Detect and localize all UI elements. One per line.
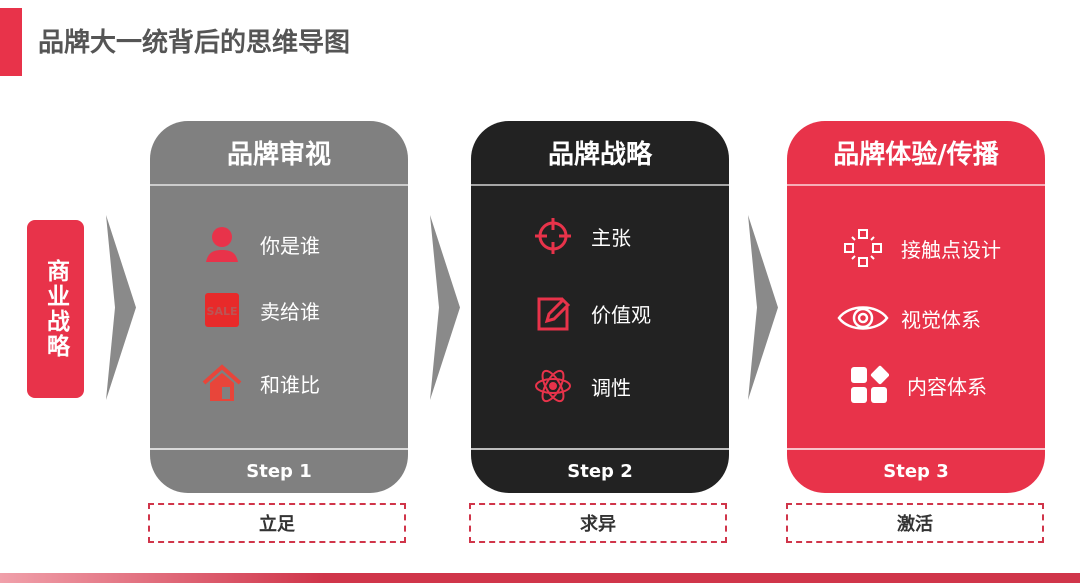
house-icon — [202, 364, 242, 401]
card-brand-audit: 品牌审视 你是谁 SALE 卖给谁 和谁比 Step 1 — [150, 121, 408, 493]
list-item: 内容体系 — [849, 365, 987, 405]
sale-tag-icon: SALE — [205, 293, 239, 327]
arrow-icon — [430, 215, 460, 400]
arrow-icon — [106, 215, 136, 400]
target-icon — [535, 218, 571, 254]
person-icon — [206, 227, 238, 262]
card-title: 品牌战略 — [471, 121, 729, 186]
step-label: Step 2 — [471, 448, 729, 493]
bottom-accent-bar — [0, 573, 1080, 583]
svg-text:SALE: SALE — [207, 305, 238, 318]
list-item: 主张 — [533, 216, 631, 256]
arrow-icon — [748, 215, 778, 400]
eye-icon — [837, 306, 889, 330]
list-item: 调性 — [533, 366, 631, 406]
title-accent-bar — [0, 8, 22, 76]
blocks-icon — [851, 365, 889, 403]
card-title: 品牌审视 — [150, 121, 408, 186]
list-item: 价值观 — [533, 293, 651, 333]
tag-box: 立足 — [148, 503, 406, 543]
step-label: Step 3 — [787, 448, 1045, 493]
tag-box: 求异 — [469, 503, 727, 543]
card-title: 品牌体验/传播 — [787, 121, 1045, 186]
list-item: 视觉体系 — [837, 298, 981, 338]
side-label: 商业战略 — [27, 220, 84, 398]
list-item: 和谁比 — [202, 363, 320, 403]
edit-icon — [537, 297, 571, 331]
card-brand-strategy: 品牌战略 主张 价值观 调性 Step 2 — [471, 121, 729, 493]
list-item: 你是谁 — [202, 224, 320, 264]
list-item: 接触点设计 — [843, 228, 1001, 268]
list-item: SALE 卖给谁 — [202, 290, 320, 330]
atom-icon — [535, 369, 571, 403]
tag-box: 激活 — [786, 503, 1044, 543]
touchpoint-icon — [844, 229, 882, 267]
card-brand-experience: 品牌体验/传播 接触点设计 视觉体系 内容体系 Step 3 — [787, 121, 1045, 493]
step-label: Step 1 — [150, 448, 408, 493]
page-title: 品牌大一统背后的思维导图 — [38, 28, 351, 58]
